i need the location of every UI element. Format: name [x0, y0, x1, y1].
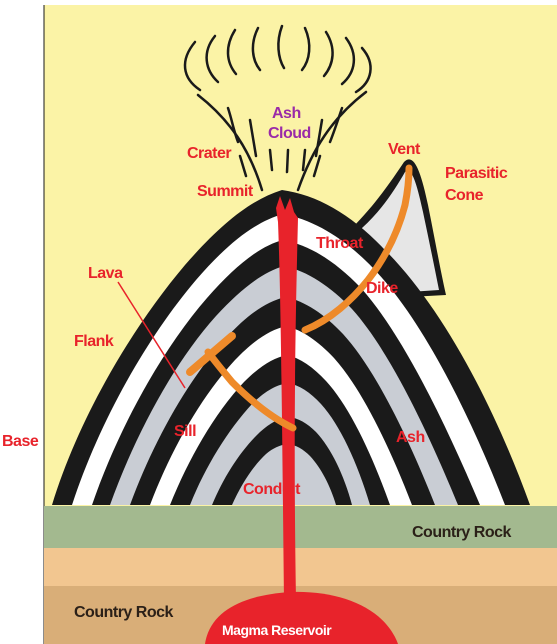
label-ash-cloud-line1: Ash [272, 105, 301, 122]
label-crater: Crater [187, 145, 231, 162]
ground-middle-layer [44, 548, 557, 586]
label-sill: Sill [174, 423, 196, 440]
label-country-rock-lower: Country Rock [74, 604, 174, 621]
label-conduit: Conduit [243, 481, 301, 498]
label-base: Base [2, 433, 39, 450]
label-lava: Lava [88, 265, 123, 282]
label-ash-cloud-line2: Cloud [268, 125, 311, 142]
label-parasitic: Parasitic [445, 165, 508, 182]
label-dike: Dike [366, 280, 398, 297]
label-magma-reservoir: Magma Reservoir [222, 622, 332, 638]
label-country-rock-upper: Country Rock [412, 524, 512, 541]
label-summit: Summit [197, 183, 254, 200]
label-flank: Flank [74, 333, 114, 350]
label-vent: Vent [388, 141, 421, 158]
label-throat: Throat [316, 235, 364, 252]
label-ash: Ash [396, 429, 425, 446]
label-cone: Cone [445, 187, 484, 204]
